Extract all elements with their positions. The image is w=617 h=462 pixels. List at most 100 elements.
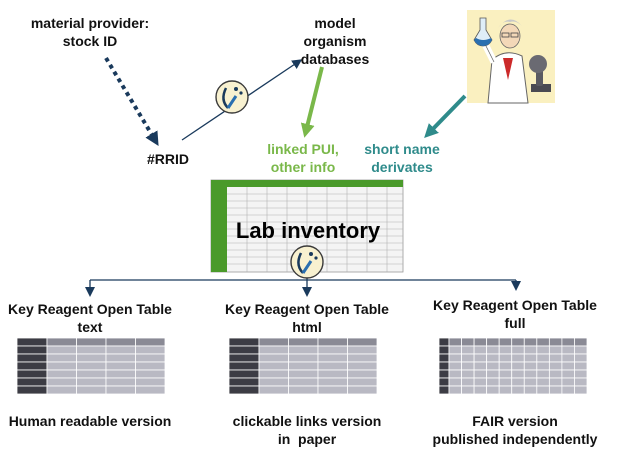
table-cell — [461, 377, 475, 387]
table-cell — [438, 369, 450, 379]
table-cell — [288, 337, 319, 347]
table-cell — [548, 377, 563, 387]
table-cell — [76, 353, 107, 363]
table-cell — [105, 369, 136, 379]
table-cell — [46, 385, 77, 395]
table-cell — [523, 361, 538, 371]
table-cell — [135, 369, 166, 379]
linked-pui-text: linked PUI, — [267, 141, 339, 157]
table-cell — [347, 361, 378, 371]
table-cell — [288, 385, 319, 395]
table-cell — [228, 353, 260, 363]
table-cell — [561, 353, 575, 363]
table-cell — [258, 337, 289, 347]
table-cell — [76, 385, 107, 395]
table-cell — [76, 337, 107, 347]
table-cell — [288, 345, 319, 355]
material-provider-text: material provider: — [30, 15, 150, 31]
table-cell — [347, 377, 378, 387]
table-cell — [258, 361, 289, 371]
table-cell — [523, 369, 538, 379]
table-cell — [438, 337, 450, 347]
output-title-html: Key Reagent Open Table html — [214, 300, 400, 336]
table-cell — [16, 377, 48, 387]
linked-pui-label: linked PUI, other info — [257, 140, 349, 176]
table-cell — [511, 361, 525, 371]
table-cell — [561, 369, 575, 379]
table-cell — [317, 353, 348, 363]
table-cell — [135, 353, 166, 363]
table-cell — [498, 361, 513, 371]
table-cell — [438, 361, 450, 371]
table-cell — [347, 369, 378, 379]
table-cell — [76, 361, 107, 371]
table-cell — [486, 337, 500, 347]
table-cell — [438, 345, 450, 355]
table-cell — [46, 345, 77, 355]
table-cell — [135, 345, 166, 355]
table-cell — [548, 369, 563, 379]
table-cell — [16, 369, 48, 379]
table-cell — [448, 361, 462, 371]
model-organism-databases-label: model organism databases — [285, 14, 385, 68]
table-cell — [288, 369, 319, 379]
table-cell — [317, 377, 348, 387]
table-cell — [317, 369, 348, 379]
table-icon — [438, 337, 588, 395]
table-cell — [448, 353, 462, 363]
output-caption-human-readable: Human readable version — [0, 412, 180, 430]
organism-text: organism — [303, 33, 367, 49]
table-cell — [105, 377, 136, 387]
output-caption-line1: Human readable version — [8, 413, 172, 429]
table-cell — [536, 361, 550, 371]
stock-id-text: stock ID — [62, 33, 118, 49]
table-cell — [347, 385, 378, 395]
table-cell — [105, 385, 136, 395]
table-cell — [574, 361, 588, 371]
output-caption-line2: published independently — [432, 431, 598, 447]
green-arrow-databases-to-linked — [300, 66, 324, 138]
tick-icon — [290, 245, 324, 279]
output-title-line2: html — [292, 319, 322, 335]
table-cell — [486, 377, 500, 387]
databases-text: databases — [300, 51, 370, 67]
table-cell — [536, 345, 550, 355]
output-title-line2: full — [504, 315, 526, 331]
teal-arrow-scientist-to-shortname — [424, 94, 467, 139]
table-cell — [536, 377, 550, 387]
table-cell — [448, 377, 462, 387]
output-caption-line2: in paper — [277, 431, 337, 447]
output-title-line1: Key Reagent Open Table — [8, 301, 172, 317]
table-cell — [105, 361, 136, 371]
table-cell — [461, 385, 475, 395]
table-cell — [574, 337, 588, 347]
table-cell — [511, 353, 525, 363]
table-cell — [448, 345, 462, 355]
table-cell — [523, 385, 538, 395]
table-cell — [258, 385, 289, 395]
output-caption-clickable-links: clickable links version in paper — [214, 412, 400, 448]
table-cell — [523, 353, 538, 363]
table-cell — [473, 369, 488, 379]
table-cell — [548, 345, 563, 355]
table-cell — [473, 345, 488, 355]
table-cell — [498, 345, 513, 355]
table-cell — [76, 345, 107, 355]
table-cell — [16, 337, 48, 347]
output-caption-line1: FAIR version — [472, 413, 558, 429]
table-cell — [438, 353, 450, 363]
table-cell — [498, 337, 513, 347]
table-cell — [461, 337, 475, 347]
table-cell — [228, 377, 260, 387]
table-cell — [574, 369, 588, 379]
table-cell — [317, 385, 348, 395]
output-title-text: Key Reagent Open Table text — [0, 300, 180, 336]
table-cell — [511, 337, 525, 347]
table-cell — [498, 377, 513, 387]
table-cell — [486, 361, 500, 371]
table-cell — [561, 345, 575, 355]
table-cell — [228, 337, 260, 347]
table-cell — [548, 353, 563, 363]
